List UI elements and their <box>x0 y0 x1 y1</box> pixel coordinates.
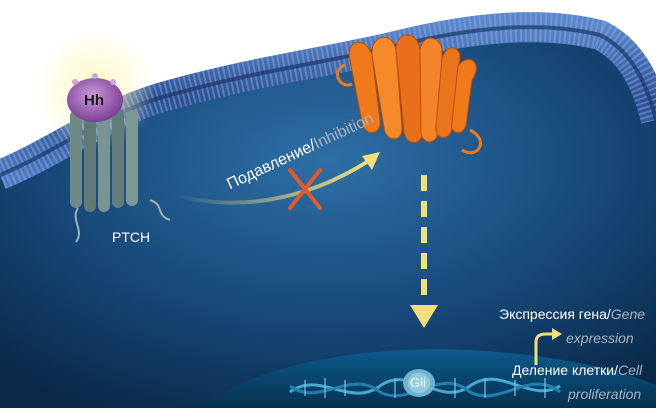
ptch-label: PTCH <box>112 229 150 245</box>
gene-expression-en-2: expression <box>566 330 634 346</box>
cell-proliferation-en-1: Cell <box>618 362 642 378</box>
gli-label: Gli <box>410 375 426 390</box>
gene-expression-ru: Экспрессия гена <box>499 306 607 322</box>
cell-proliferation-en-2: proliferation <box>568 386 641 402</box>
hh-label: Hh <box>84 92 104 109</box>
cell-proliferation-ru: Деление клетки <box>512 362 614 378</box>
gene-expression-en-1: Gene <box>611 306 645 322</box>
cell-proliferation-label: Деление клетки/Cell <box>512 362 642 378</box>
gene-expression-label: Экспрессия гена/Gene <box>499 306 645 322</box>
